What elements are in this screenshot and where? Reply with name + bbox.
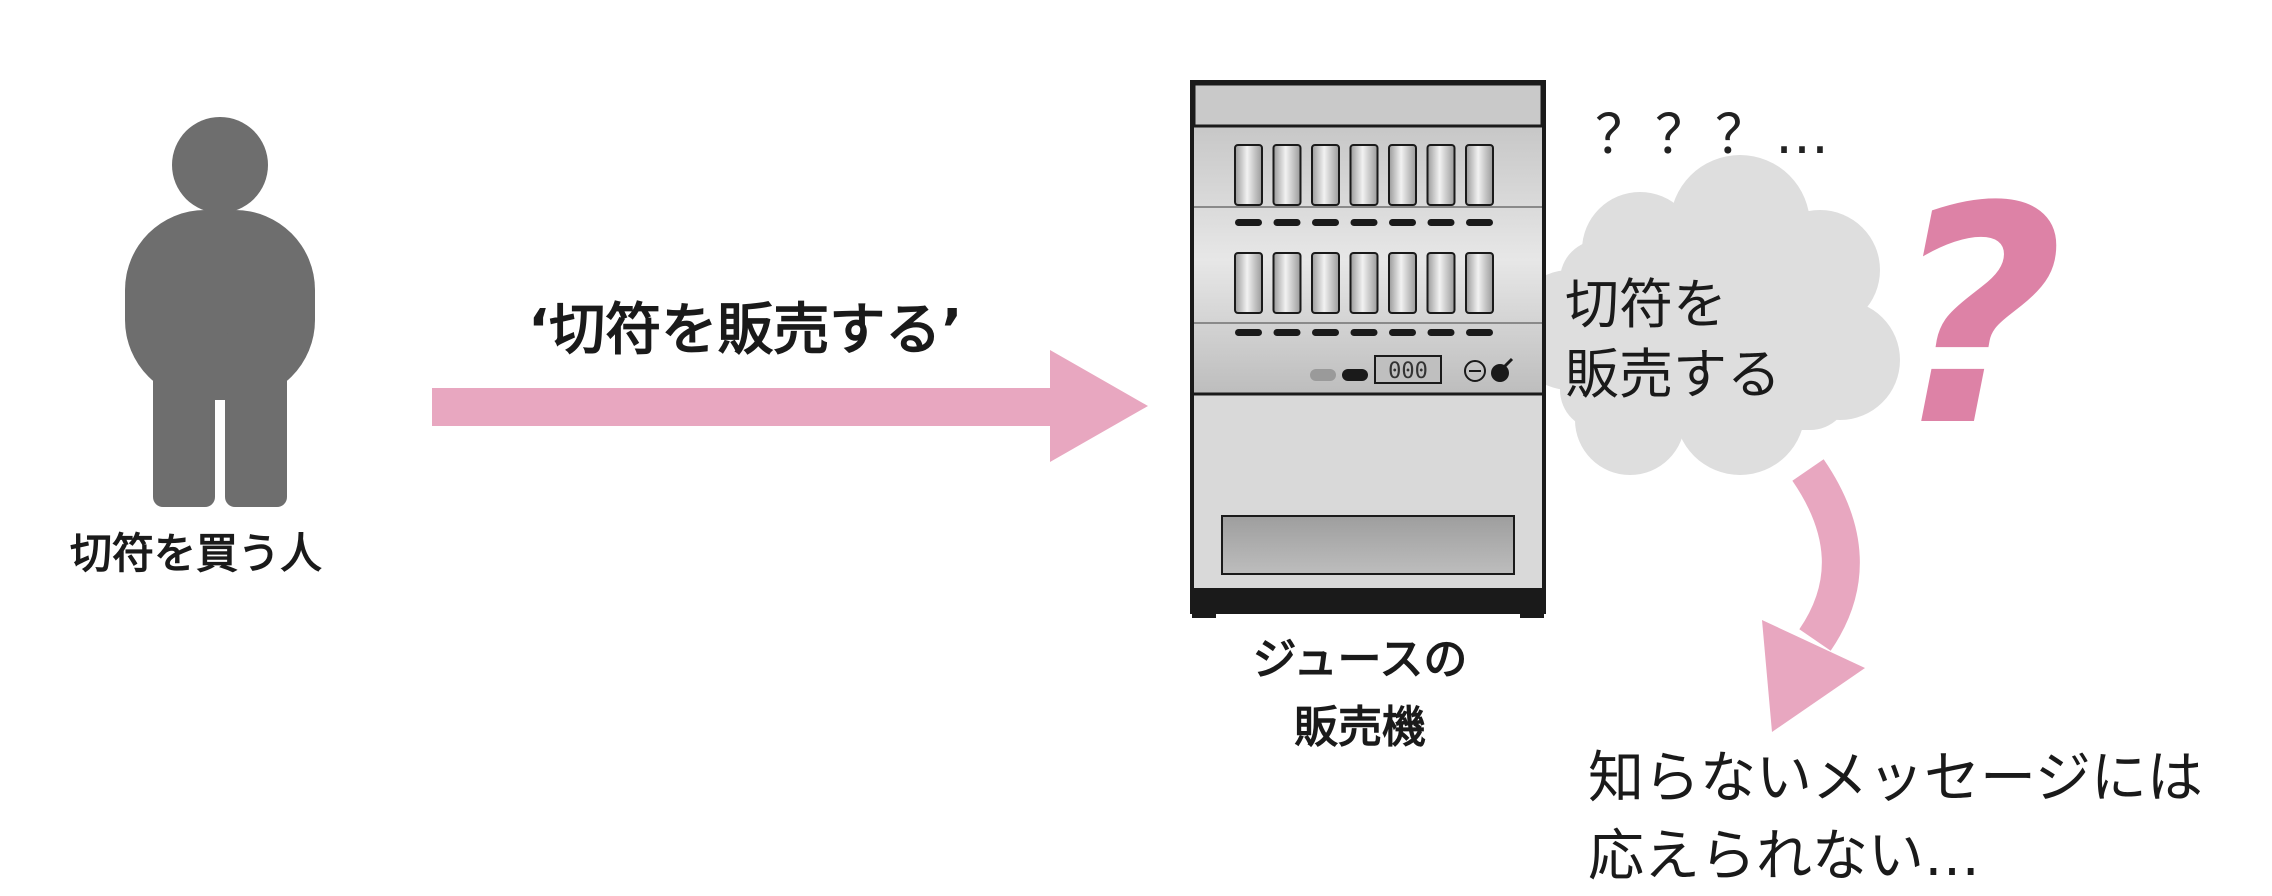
selection-button-icon [1389, 329, 1416, 336]
selection-button-icon [1312, 329, 1339, 336]
reply-text-line2: 応えられない… [1588, 824, 1980, 889]
can-icon [1349, 144, 1379, 206]
selection-button-icon [1273, 329, 1301, 336]
person-label: 切符を買う人 [70, 529, 323, 578]
confusion-text: ？？？… [1595, 103, 1835, 166]
can-icon [1465, 252, 1494, 314]
reply-arrow [1762, 459, 1865, 732]
vending-machine [1190, 80, 1546, 618]
person-icon [125, 117, 315, 507]
selection-button-icon [1389, 219, 1416, 226]
can-icon [1426, 252, 1456, 314]
vending-machine-label-line1: ジュースの [1252, 634, 1468, 685]
can-icon [1311, 144, 1340, 206]
can-icon [1388, 252, 1417, 314]
reply-text: 知らないメッセージには 応えられない… [1588, 740, 2228, 896]
message-arrow [432, 350, 1148, 462]
vending-machine-label-line2: 販売機 [1294, 702, 1426, 753]
cloud-text-line2: 販売する [1565, 343, 1781, 406]
vending-machine-label: ジュースの 販売機 [1230, 626, 1490, 762]
can-row [1234, 144, 1494, 206]
can-icon [1349, 252, 1379, 314]
can-icon [1234, 144, 1263, 206]
selection-button-icon [1350, 329, 1378, 336]
cloud-text-line1: 切符を [1565, 273, 1727, 336]
can-row [1234, 252, 1494, 314]
message-label: ‘切符を販売する’ [528, 298, 963, 363]
button-row [1235, 219, 1493, 226]
selection-button-icon [1350, 219, 1378, 226]
selection-button-icon [1427, 329, 1455, 336]
button-row [1235, 329, 1493, 336]
selection-button-icon [1235, 329, 1262, 336]
reply-text-line1: 知らないメッセージには [1588, 746, 2203, 811]
can-icon [1426, 144, 1456, 206]
can-icon [1465, 144, 1494, 206]
selection-button-icon [1466, 219, 1493, 226]
selection-button-icon [1427, 219, 1455, 226]
selection-button-icon [1273, 219, 1301, 226]
can-icon [1234, 252, 1263, 314]
selection-button-icon [1466, 329, 1493, 336]
can-icon [1311, 252, 1340, 314]
selection-button-icon [1312, 219, 1339, 226]
can-icon [1272, 144, 1302, 206]
can-icon [1272, 252, 1302, 314]
selection-button-icon [1235, 219, 1262, 226]
cloud-text: 切符を 販売する [1565, 270, 1825, 410]
control-panel [1310, 355, 1514, 384]
question-mark-icon: ? [1890, 143, 2065, 492]
can-icon [1388, 144, 1417, 206]
